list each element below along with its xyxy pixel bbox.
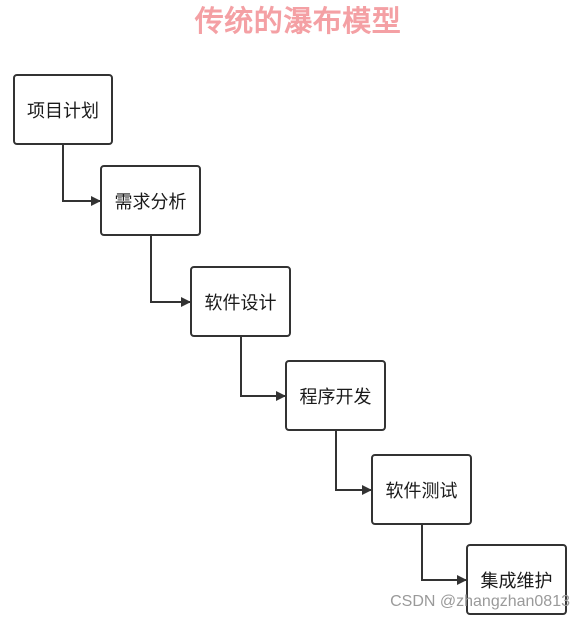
watermark-text: CSDN @zhangzhan0813 [390,593,570,610]
step-box-software-testing: 软件测试 [371,454,472,525]
step-box-software-design: 软件设计 [190,266,291,337]
arrow-analysis-to-design [150,236,191,307]
step-box-integration-maintenance: 集成维护 [466,544,567,615]
arrow-plan-to-analysis [62,145,101,206]
arrow-testing-to-maintenance [421,525,467,585]
step-box-project-plan: 项目计划 [13,74,113,145]
arrow-development-to-testing [335,431,372,495]
arrow-design-to-development [240,337,286,401]
diagram-title: 传统的瀑布模型 [194,4,402,38]
step-box-requirements-analysis: 需求分析 [100,165,201,236]
step-box-program-development: 程序开发 [285,360,386,431]
